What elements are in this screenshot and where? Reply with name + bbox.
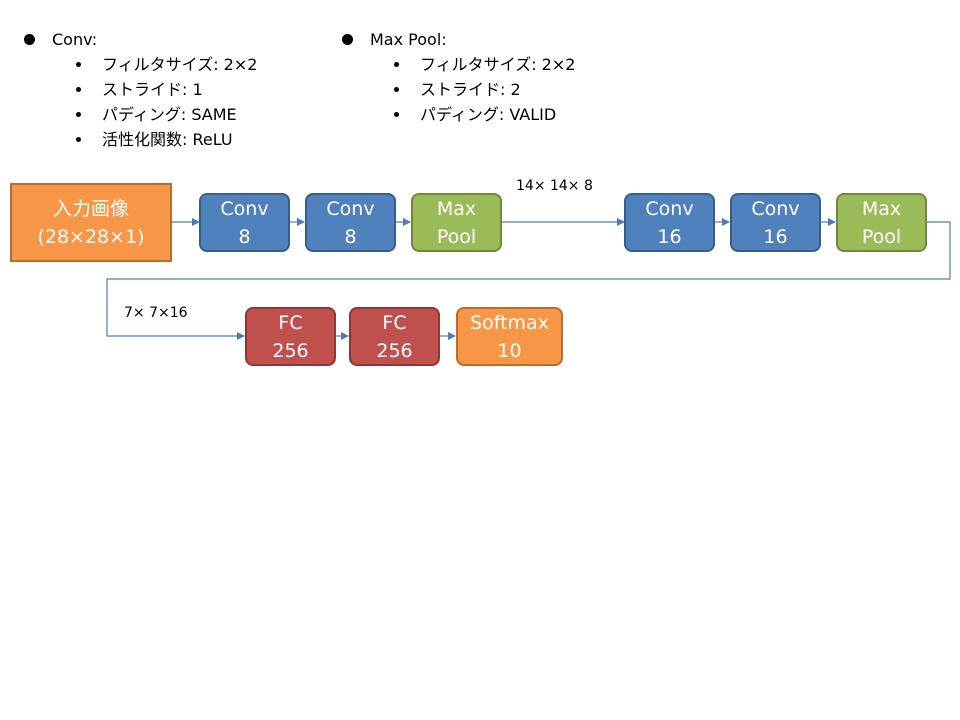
softmax-node: Softmax 10 xyxy=(456,307,563,366)
fc1-node: FC 256 xyxy=(245,307,336,366)
maxpool2-node: Max Pool xyxy=(836,193,927,252)
conv4-node-type: Conv xyxy=(751,197,800,220)
softmax-node-type: Softmax xyxy=(470,311,549,334)
fc2-node-type: FC xyxy=(382,311,407,334)
conv4-node: Conv 16 xyxy=(730,193,821,252)
conv3-node-filters: 16 xyxy=(657,225,682,248)
pool-spec-filter-size: フィルタサイズ: 2×2 xyxy=(390,52,575,77)
conv2-node-type: Conv xyxy=(326,197,375,220)
dim-label-after-pool1: 14× 14× 8 xyxy=(516,178,593,194)
conv-spec-activation: 活性化関数: ReLU xyxy=(72,127,257,152)
dim-label-after-pool2: 7× 7×16 xyxy=(124,305,188,321)
softmax-node-classes: 10 xyxy=(497,339,522,362)
conv-spec: Conv: フィルタサイズ: 2×2 ストライド: 1 パディング: SAME … xyxy=(24,27,257,152)
conv1-node: Conv 8 xyxy=(199,193,290,252)
fc1-node-units: 256 xyxy=(272,339,309,362)
input-node-shape: (28×28×1) xyxy=(37,225,145,248)
conv3-node-type: Conv xyxy=(645,197,694,220)
maxpool2-node-line2: Pool xyxy=(861,225,902,248)
input-image-node: 入力画像 (28×28×1) xyxy=(10,183,172,262)
input-node-title: 入力画像 xyxy=(52,197,129,220)
maxpool1-node: Max Pool xyxy=(411,193,502,252)
fc1-node-type: FC xyxy=(278,311,303,334)
conv2-node-filters: 8 xyxy=(344,225,357,248)
conv-spec-filter-size: フィルタサイズ: 2×2 xyxy=(72,52,257,77)
conv-spec-stride: ストライド: 1 xyxy=(72,77,257,102)
maxpool1-node-line1: Max xyxy=(436,197,477,220)
arrow-pool2-fc1 xyxy=(106,221,951,340)
conv2-node: Conv 8 xyxy=(305,193,396,252)
maxpool2-node-line1: Max xyxy=(861,197,902,220)
conv1-node-type: Conv xyxy=(220,197,269,220)
pool-spec-stride: ストライド: 2 xyxy=(390,77,575,102)
conv-spec-list: フィルタサイズ: 2×2 ストライド: 1 パディング: SAME 活性化関数:… xyxy=(24,52,257,152)
fc2-node: FC 256 xyxy=(349,307,440,366)
conv4-node-filters: 16 xyxy=(763,225,788,248)
pool-spec-padding: パディング: VALID xyxy=(390,102,575,127)
maxpool1-node-line2: Pool xyxy=(436,225,477,248)
pool-spec-title: Max Pool: xyxy=(342,27,575,52)
fc2-node-units: 256 xyxy=(376,339,413,362)
conv1-node-filters: 8 xyxy=(238,225,251,248)
pool-spec: Max Pool: フィルタサイズ: 2×2 ストライド: 2 パディング: V… xyxy=(342,27,575,127)
pool-spec-list: フィルタサイズ: 2×2 ストライド: 2 パディング: VALID xyxy=(342,52,575,127)
conv-spec-padding: パディング: SAME xyxy=(72,102,257,127)
conv-spec-title: Conv: xyxy=(24,27,257,52)
conv3-node: Conv 16 xyxy=(624,193,715,252)
